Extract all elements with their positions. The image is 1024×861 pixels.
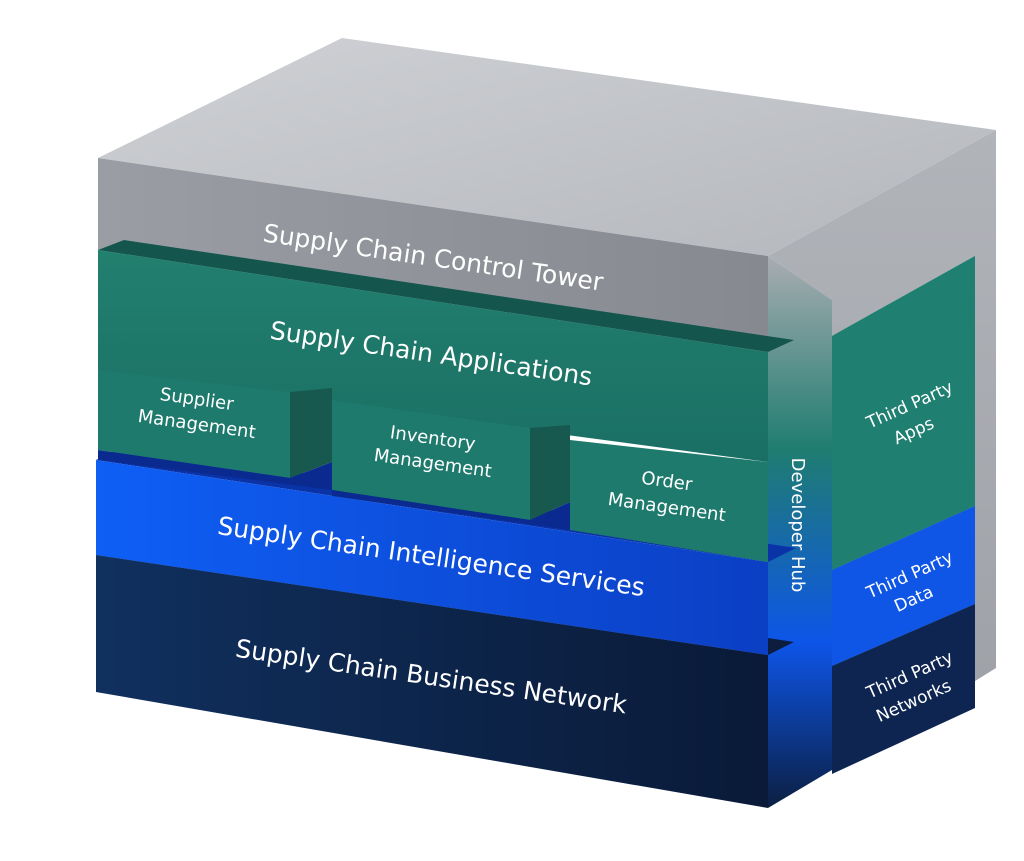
- intelligence-front: [96, 460, 768, 655]
- supplier-block-side: [290, 388, 332, 478]
- developer-hub-label: Developer Hub: [787, 458, 808, 593]
- third-party-networks-front: [832, 604, 975, 774]
- third-party-apps-front: [832, 256, 975, 570]
- inventory-shadow: [332, 490, 570, 530]
- supplier-shadow: [98, 450, 332, 490]
- applications-upper-front: [98, 250, 768, 462]
- control-tower-top: [98, 38, 996, 256]
- inventory-block-side: [530, 425, 570, 520]
- control-tower-front: [98, 158, 768, 352]
- third-party-data-front: [832, 506, 975, 666]
- third-party-column: [832, 256, 975, 774]
- order-block-front: [570, 440, 768, 562]
- developer-hub-strip: [768, 256, 832, 808]
- inventory-block-front: [332, 400, 530, 520]
- supplier-block-front: [98, 370, 290, 478]
- applications-top: [98, 240, 794, 352]
- applications-block: [98, 240, 794, 562]
- business-network-front: [96, 555, 768, 808]
